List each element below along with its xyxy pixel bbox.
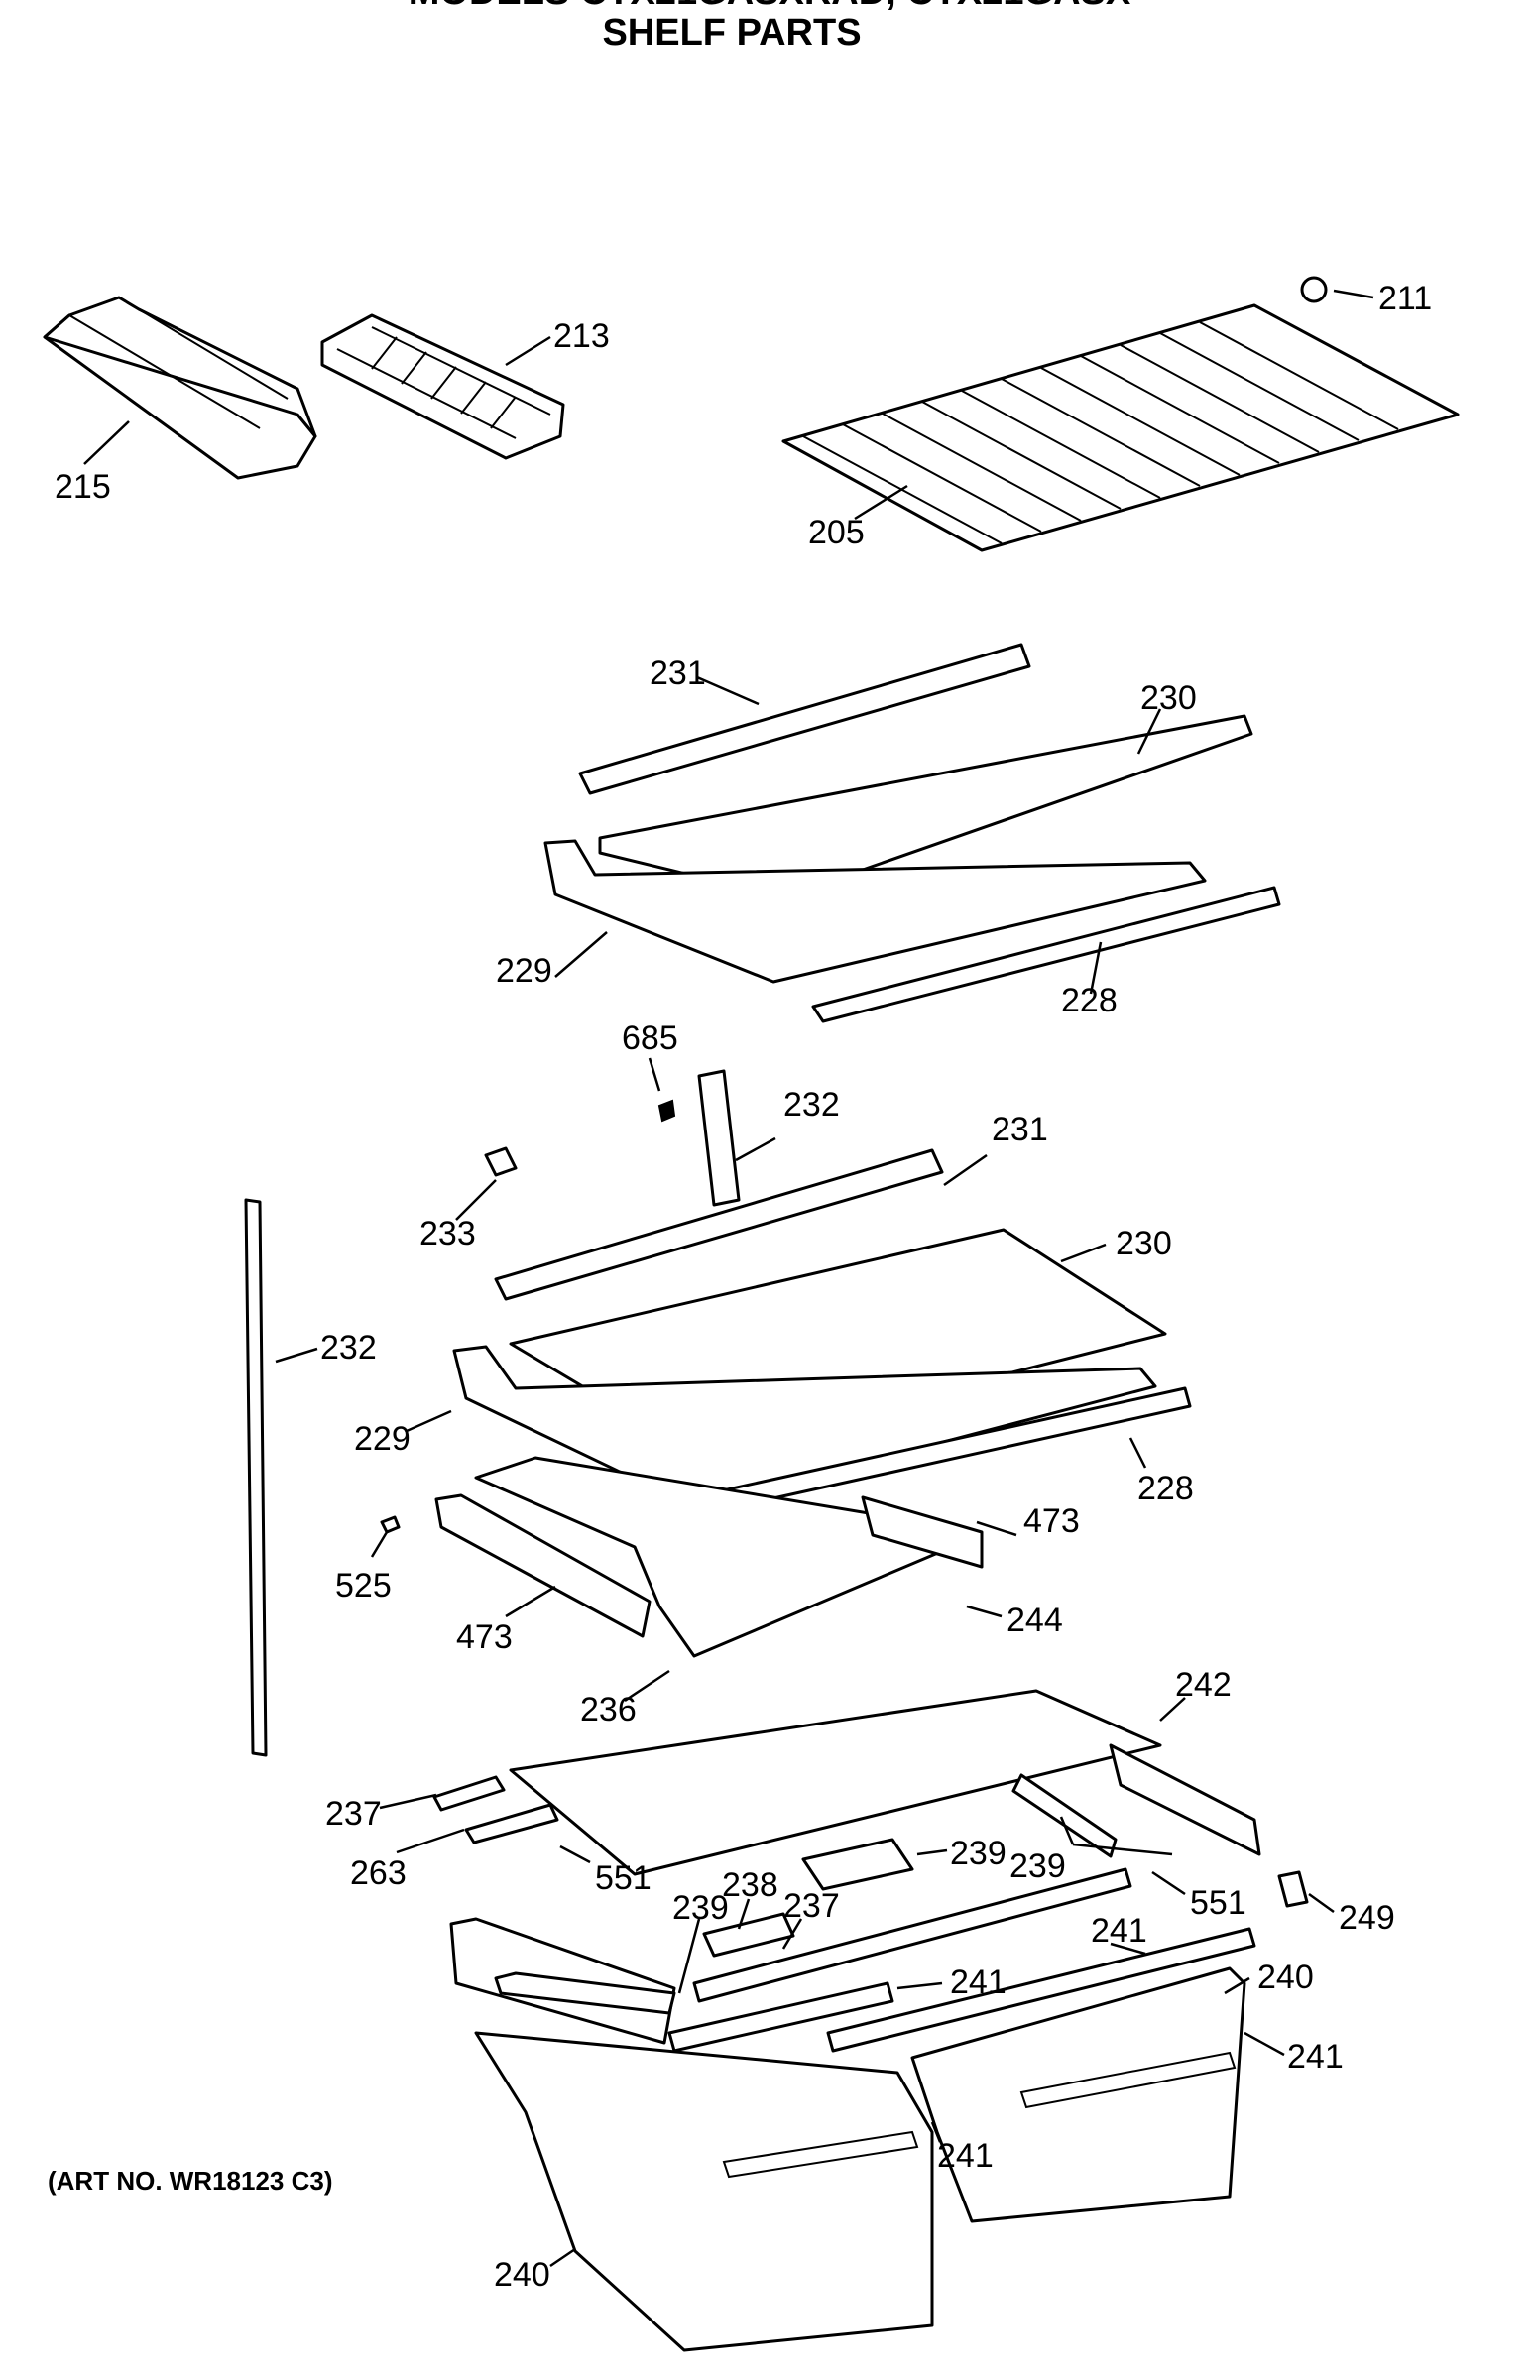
callout-241: 241	[950, 1964, 1007, 2001]
callout-685: 685	[622, 1019, 678, 1057]
callout-240: 240	[1257, 1959, 1314, 1996]
callout-241: 241	[1287, 2038, 1344, 2076]
callout-231: 231	[650, 654, 706, 692]
wire-shelf-205	[781, 276, 1460, 552]
callout-238: 238	[722, 1866, 778, 1904]
shelf-assembly-middle	[244, 1069, 1192, 1757]
callout-525: 525	[335, 1567, 392, 1605]
leader-lines	[83, 289, 1374, 2268]
callout-233: 233	[419, 1215, 476, 1252]
callout-236: 236	[580, 1691, 637, 1728]
callout-240: 240	[494, 2256, 550, 2294]
callout-551: 551	[1190, 1884, 1246, 1922]
callout-232: 232	[320, 1329, 377, 1367]
art-number: (ART NO. WR18123 C3)	[48, 2166, 333, 2196]
callout-551: 551	[595, 1859, 652, 1897]
page-subtitle: SHELF PARTS	[602, 12, 861, 54]
callout-263: 263	[350, 1854, 407, 1892]
crisper-assembly-lower	[432, 1689, 1309, 2352]
callout-239: 239	[950, 1835, 1007, 1872]
callout-labels: 211 213 215 205 231 230 229 228 685 232 …	[55, 280, 1432, 2294]
callout-232: 232	[783, 1086, 840, 1124]
callout-249: 249	[1339, 1899, 1395, 1937]
callout-231: 231	[992, 1111, 1048, 1148]
callout-241: 241	[937, 2137, 994, 2175]
callout-244: 244	[1007, 1602, 1063, 1639]
callout-237: 237	[783, 1887, 840, 1925]
callout-239: 239	[1009, 1847, 1066, 1885]
callout-473: 473	[1023, 1502, 1080, 1540]
callout-230: 230	[1140, 679, 1197, 717]
ice-tray-213	[320, 313, 565, 460]
callout-473: 473	[456, 1618, 513, 1656]
door-bin-215	[43, 296, 317, 480]
callout-239: 239	[672, 1889, 729, 1927]
callout-237: 237	[325, 1795, 382, 1833]
callout-215: 215	[55, 468, 111, 506]
callout-228: 228	[1137, 1470, 1194, 1507]
callout-230: 230	[1116, 1225, 1172, 1262]
callout-228: 228	[1061, 982, 1118, 1019]
callout-241: 241	[1091, 1912, 1147, 1950]
models-title: MODELS CTX21GASXRAD, CTX21GASX	[409, 0, 1131, 13]
callout-213: 213	[553, 317, 610, 355]
callout-205: 205	[808, 514, 865, 551]
callout-229: 229	[354, 1420, 411, 1458]
callout-229: 229	[496, 952, 552, 990]
callout-242: 242	[1175, 1666, 1232, 1704]
callout-211: 211	[1378, 280, 1432, 317]
shelf-assembly-upper	[543, 643, 1281, 1023]
